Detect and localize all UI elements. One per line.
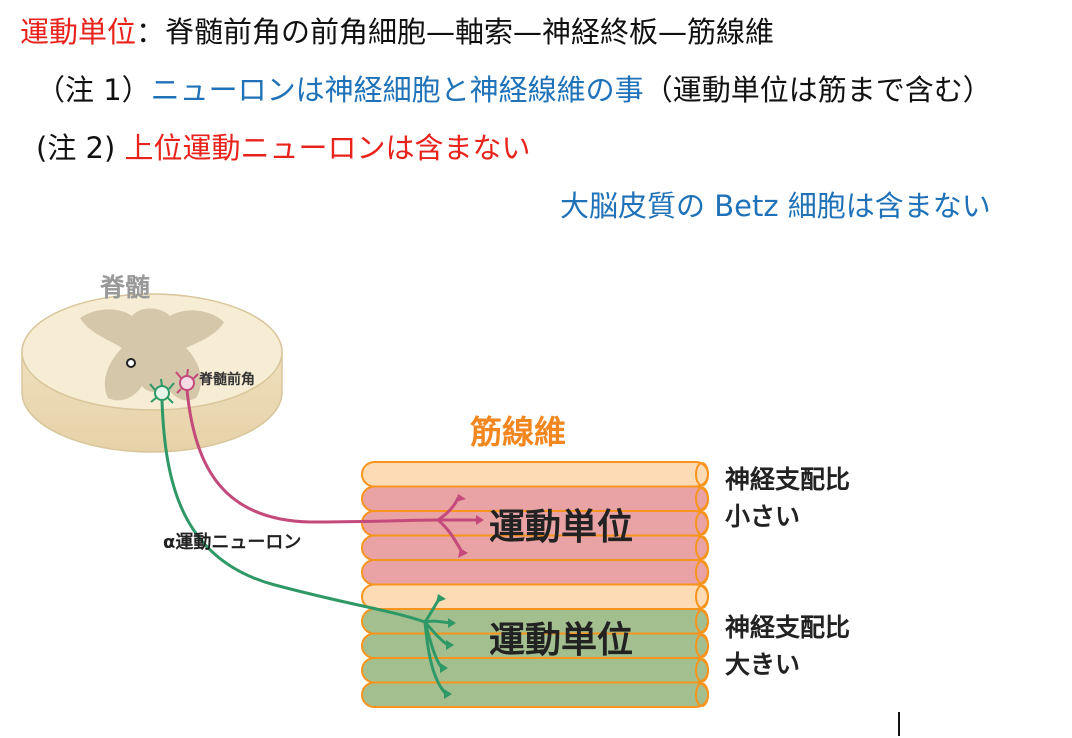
upper-ratio-line2: 小さい <box>725 502 800 531</box>
note-1: （注 1）ニューロンは神経細胞と神経線維の事（運動単位は筋まで含む） <box>36 72 992 108</box>
pink-axon <box>185 389 441 524</box>
muscle-fiber-label: 筋線維 <box>470 413 566 451</box>
muscle-fiber-end <box>695 486 709 511</box>
note-3-text: 大脳皮質の Betz 細胞は含まない <box>560 189 991 223</box>
muscle-fiber-end <box>695 584 709 609</box>
muscle-fiber-end <box>695 511 709 536</box>
muscle-fiber-end <box>695 658 709 683</box>
muscle-fiber-end <box>695 633 709 658</box>
colon: ： <box>136 15 166 49</box>
alpha-motor-neuron-label: α運動ニューロン <box>163 531 301 553</box>
motor-unit-definition-text: 脊髄前角の前角細胞—軸索—神経終板—筋線維 <box>165 15 775 49</box>
note-1-suffix: （運動単位は筋まで含む） <box>643 73 992 107</box>
lower-motor-unit-label: 運動単位 <box>489 620 633 661</box>
note-1-highlight: ニューロンは神経細胞と神経線維の事 <box>150 73 644 107</box>
muscle-fiber <box>361 681 709 708</box>
upper-ratio-line1: 神経支配比 <box>725 465 850 494</box>
muscle-fiber <box>361 461 709 488</box>
muscle-fiber <box>361 657 709 684</box>
muscle-fiber <box>361 583 709 610</box>
note-1-prefix: （注 1） <box>36 73 151 107</box>
muscle-fiber-end <box>695 682 709 707</box>
muscle-fiber-block <box>361 461 709 708</box>
muscle-fiber-end <box>695 535 709 560</box>
motor-unit-definition: 運動単位：脊髄前角の前角細胞—軸索—神経終板—筋線維 <box>20 14 774 50</box>
muscle-fiber-end <box>695 462 709 487</box>
green-end-plates <box>436 594 456 699</box>
text-cursor <box>898 712 900 736</box>
green-neuron-cell-body <box>149 378 175 404</box>
note-2-prefix: (注 2) <box>36 131 125 165</box>
muscle-fiber-end <box>695 609 709 634</box>
note-2-highlight: 上位運動ニューロンは含まない <box>124 131 531 165</box>
muscle-fiber <box>361 559 709 586</box>
green-axon <box>160 400 426 624</box>
pink-end-plates <box>456 494 484 558</box>
central-canal <box>126 358 136 368</box>
muscle-fiber-end <box>695 560 709 585</box>
upper-motor-unit-label: 運動単位 <box>489 507 633 548</box>
note-3: 大脳皮質の Betz 細胞は含まない <box>560 188 991 224</box>
lower-ratio-line2: 大きい <box>725 650 800 679</box>
spinal-cord-label: 脊髄 <box>99 273 150 302</box>
lower-ratio-line1: 神経支配比 <box>725 613 850 642</box>
note-2: (注 2) 上位運動ニューロンは含まない <box>36 130 531 166</box>
anterior-horn-label: 脊髄前角 <box>198 371 255 388</box>
motor-unit-term: 運動単位 <box>20 15 137 49</box>
